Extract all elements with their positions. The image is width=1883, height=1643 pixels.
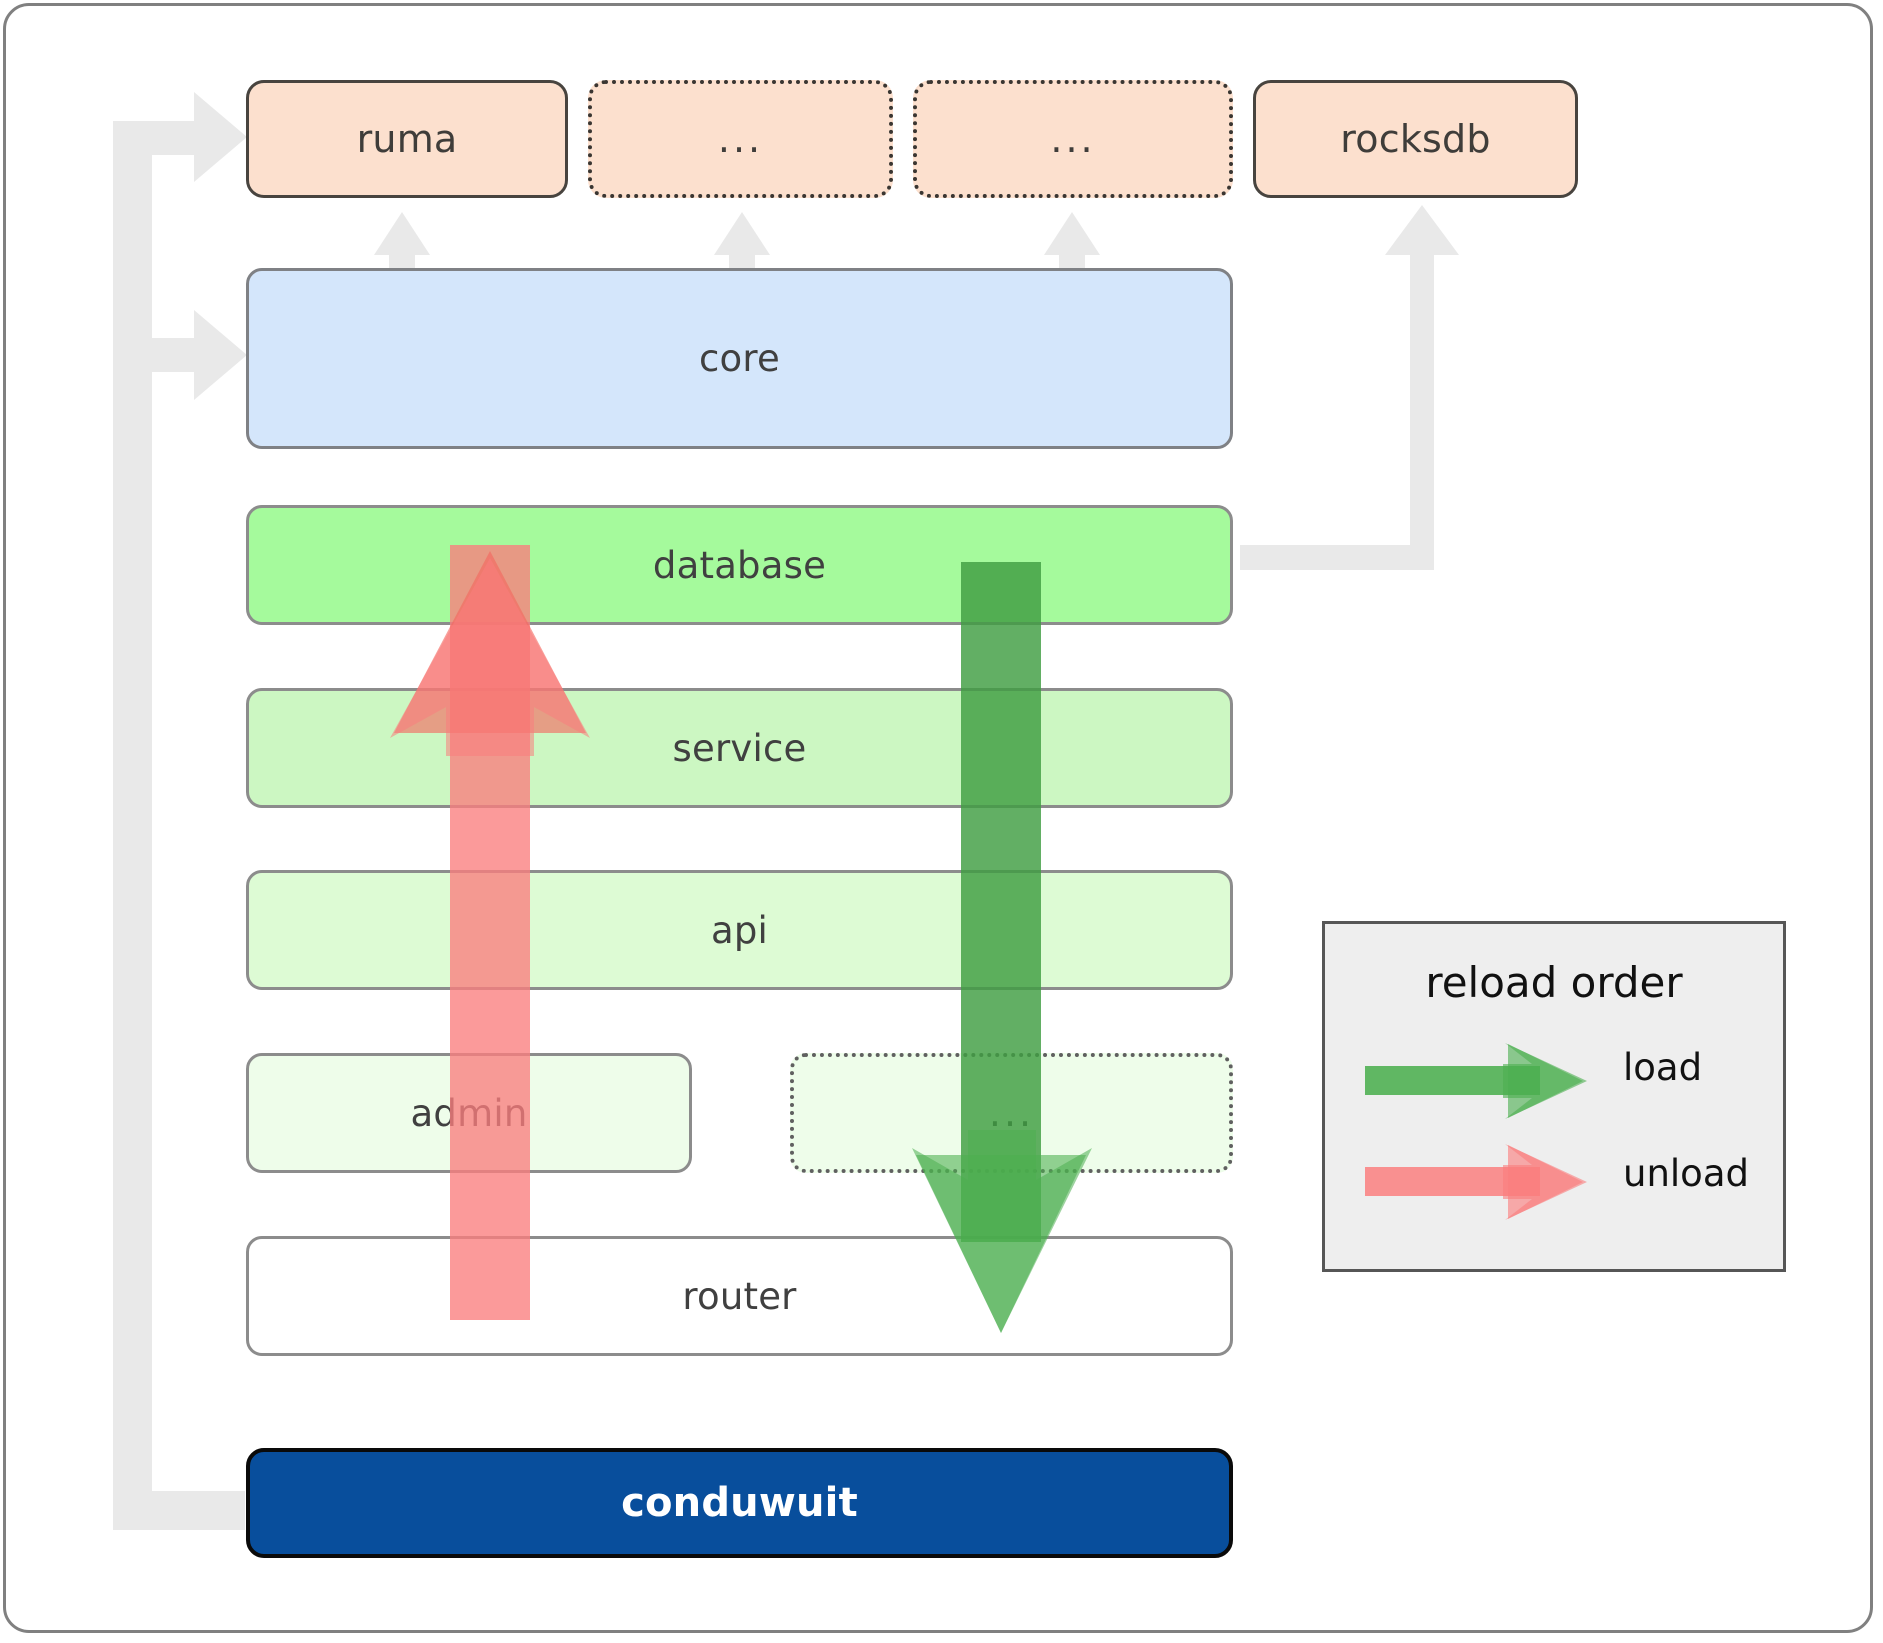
legend-load-arrow-icon xyxy=(1365,1043,1587,1119)
legend-label-unload: unload xyxy=(1623,1152,1749,1195)
legend-unload-arrow-icon xyxy=(1365,1144,1587,1220)
diagram-frame xyxy=(3,3,1873,1633)
layer-service[interactable]: service xyxy=(246,688,1233,808)
layer-api[interactable]: api xyxy=(246,870,1233,990)
node-ext-2[interactable]: ... xyxy=(913,80,1233,198)
layer-extra[interactable]: ... xyxy=(790,1053,1233,1173)
legend-arrows xyxy=(1365,1043,1587,1220)
legend-panel: reload order load unload xyxy=(1322,921,1786,1272)
layer-database[interactable]: database xyxy=(246,505,1233,625)
node-ext-2-label: ... xyxy=(1050,117,1096,161)
legend-title: reload order xyxy=(1425,958,1683,1007)
legend-label-load: load xyxy=(1623,1046,1703,1089)
layer-api-label: api xyxy=(710,908,769,952)
node-core[interactable]: core xyxy=(246,268,1233,449)
node-ext-1[interactable]: ... xyxy=(588,80,893,198)
layer-admin-label: admin xyxy=(410,1091,528,1135)
layer-extra-label: ... xyxy=(988,1091,1035,1135)
node-rocksdb[interactable]: rocksdb xyxy=(1253,80,1578,198)
layer-database-label: database xyxy=(652,543,827,587)
node-rocksdb-label: rocksdb xyxy=(1340,117,1491,161)
node-ruma[interactable]: ruma xyxy=(246,80,568,198)
layer-router-label: router xyxy=(682,1274,797,1318)
node-ruma-label: ruma xyxy=(356,117,458,161)
node-ext-1-label: ... xyxy=(717,117,764,161)
layer-admin[interactable]: admin xyxy=(246,1053,692,1173)
node-conduwuit-label: conduwuit xyxy=(621,1480,858,1526)
node-core-label: core xyxy=(699,337,780,380)
layer-service-label: service xyxy=(672,726,807,770)
layer-router[interactable]: router xyxy=(246,1236,1233,1356)
node-conduwuit[interactable]: conduwuit xyxy=(246,1448,1233,1558)
